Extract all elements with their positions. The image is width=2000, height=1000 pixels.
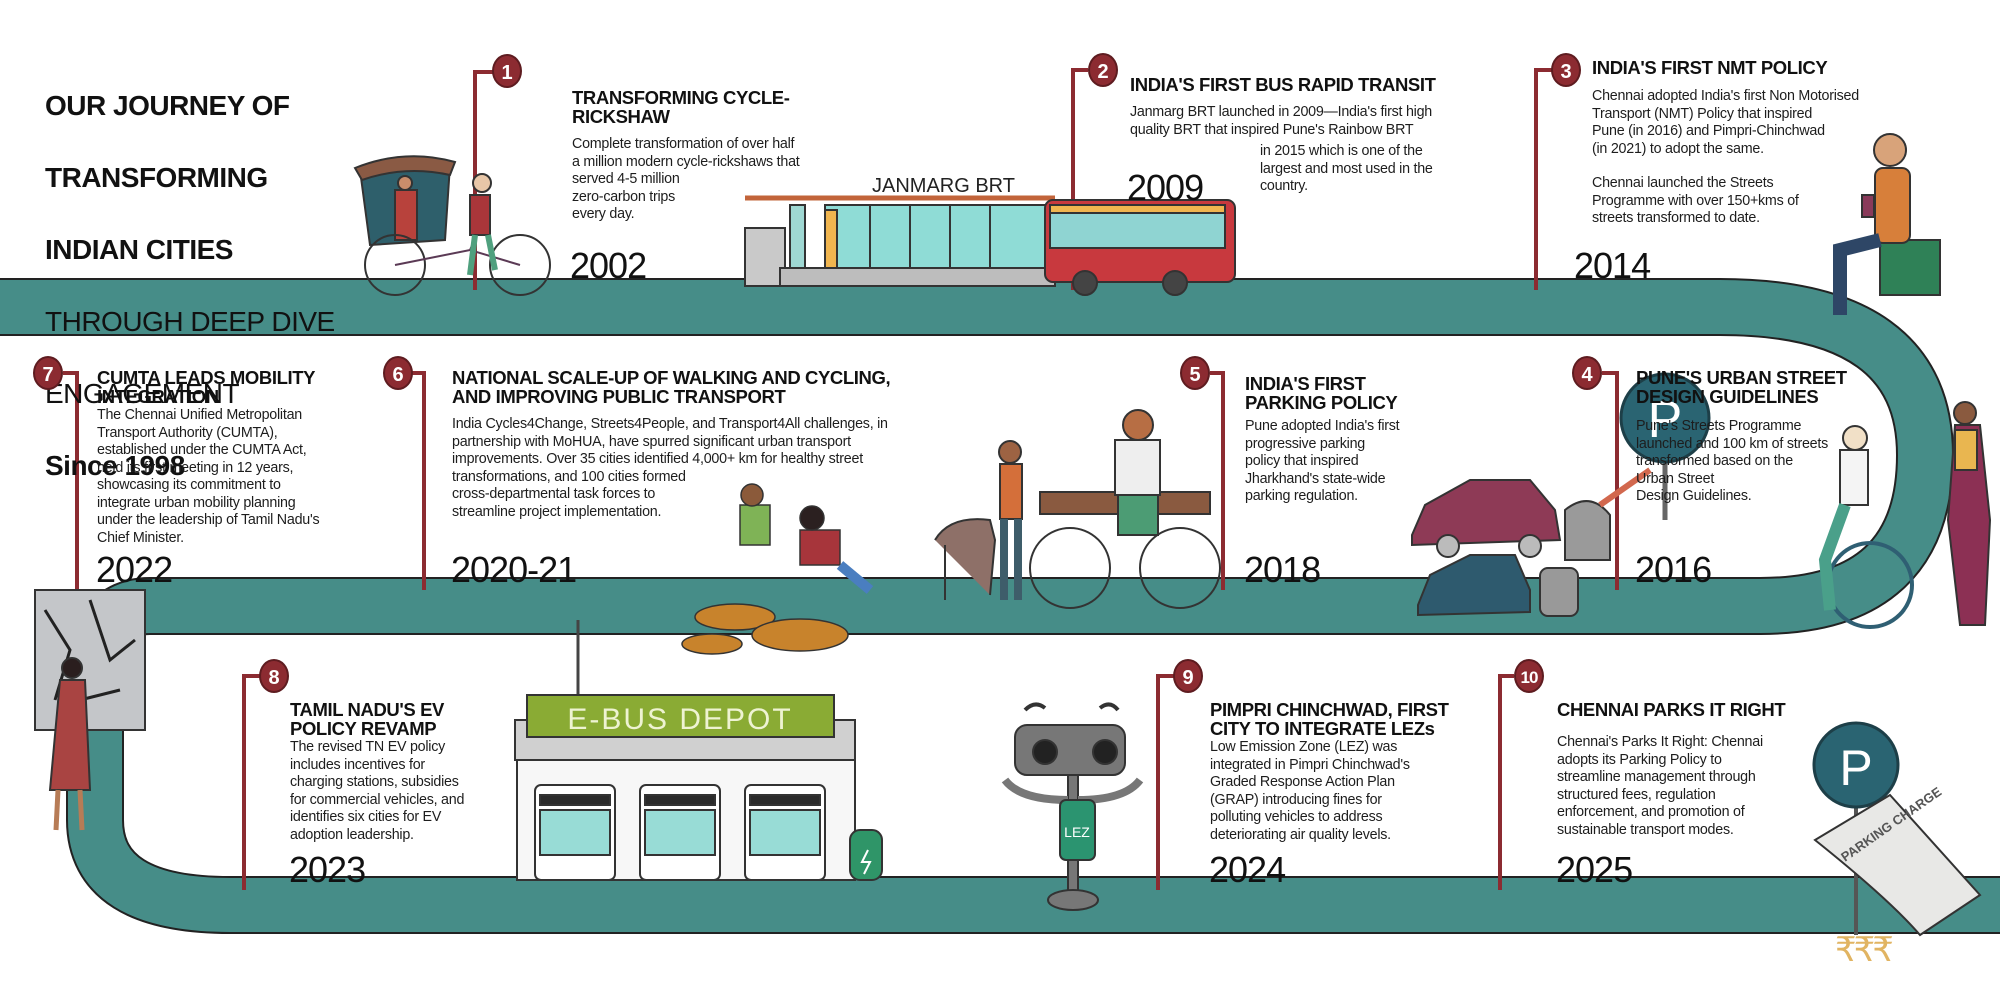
milestone-badge: 7: [33, 356, 63, 390]
milestone-description: Pune's Streets Programme launched and 10…: [1636, 418, 1828, 504]
milestone-year: 2024: [1209, 849, 1286, 890]
page-title: OUR JOURNEY OF TRANSFORMING INDIAN CITIE…: [45, 52, 335, 520]
milestone-description-continued: in 2015 which is one of the largest and …: [1260, 143, 1433, 194]
wheelchair-illustration: [1818, 401, 1992, 629]
street-vendor-illustration: [934, 409, 1221, 609]
ebus-depot-illustration: E-BUS DEPOT: [514, 620, 883, 881]
milestone-badge: 5: [1180, 356, 1210, 390]
milestone-year: 2018: [1244, 549, 1321, 590]
milestone-title: TRANSFORMING CYCLE- RICKSHAW: [572, 87, 790, 127]
milestone-year: 2002: [570, 245, 647, 286]
milestone-title: CHENNAI PARKS IT RIGHT: [1557, 699, 1786, 720]
since-label: Since 1998: [45, 450, 185, 481]
milestone-description: The Chennai Unified Metropolitan Transpo…: [97, 407, 320, 546]
milestone-description: Complete transformation of over half a m…: [572, 136, 800, 222]
parking-charge-illustration: P PARKING CHARGE: [1812, 721, 1982, 937]
milestone-description: Chennai's Parks It Right: Chennai adopts…: [1557, 734, 1763, 838]
milestone-badge: 9: [1173, 659, 1203, 693]
milestone-title: NATIONAL SCALE-UP OF WALKING AND CYCLING…: [452, 367, 891, 407]
milestone-badge: 2: [1088, 53, 1118, 87]
milestone-year: 2020-21: [451, 549, 577, 590]
woman-with-map-illustration: [34, 589, 146, 831]
milestone-description: Janmarg BRT launched in 2009—India's fir…: [1130, 104, 1432, 138]
milestone-badge: 1: [492, 54, 522, 88]
milestone-year: 2023: [289, 849, 366, 890]
milestone-year: 2025: [1556, 849, 1633, 890]
lez-label: LEZ: [1064, 824, 1090, 840]
milestone-badge: 3: [1551, 53, 1581, 87]
children-planting-illustration: [681, 483, 874, 655]
depot-sign: E-BUS DEPOT: [567, 703, 792, 736]
milestone-title: CUMTA LEADS MOBILITY INTEGRATION: [97, 367, 316, 407]
parking-sign-letter: P: [1648, 391, 1683, 449]
subtitle-line: THROUGH DEEP DIVE: [45, 306, 335, 337]
milestone-badge: 8: [259, 659, 289, 693]
milestone-badge: 4: [1572, 356, 1602, 390]
brt-sign: JANMARG BRT: [872, 175, 1015, 197]
milestone-title: INDIA'S FIRST BUS RAPID TRANSIT: [1130, 74, 1436, 95]
milestone-year: 2022: [96, 549, 173, 590]
subtitle-line: ENGAGEMENT: [45, 378, 240, 409]
milestone-description: The revised TN EV policy includes incent…: [290, 739, 465, 843]
brt-station-illustration: JANMARG BRT: [744, 175, 1056, 287]
pole-4: [1602, 371, 1619, 590]
road: [0, 278, 2000, 934]
title-line: TRANSFORMING: [45, 162, 268, 193]
bus-illustration: [1044, 199, 1236, 296]
milestone-description: India Cycles4Change, Streets4People, and…: [452, 416, 888, 520]
pole-10: [1498, 674, 1514, 890]
milestone-description-continued: Chennai launched the Streets Programme w…: [1592, 175, 1799, 226]
milestone-description: Pune adopted India's first progressive p…: [1245, 418, 1400, 504]
pole-3: [1534, 68, 1552, 290]
milestone-description: Chennai adopted India's first Non Motori…: [1592, 88, 1859, 157]
milestone-title: TAMIL NADU'S EV POLICY REVAMP: [290, 699, 444, 739]
svg-text:P: P: [1839, 740, 1872, 796]
rupee-icons: ₹₹₹: [1835, 931, 1894, 969]
title-line: OUR JOURNEY OF: [45, 90, 290, 121]
milestone-description: Low Emission Zone (LEZ) was integrated i…: [1210, 739, 1410, 843]
milestone-year: 2014: [1574, 245, 1651, 286]
milestone-title: INDIA'S FIRST PARKING POLICY: [1245, 373, 1398, 413]
milestone-title: PIMPRI CHINCHWAD, FIRST CITY TO INTEGRAT…: [1210, 699, 1449, 739]
milestone-year: 2016: [1635, 549, 1712, 590]
milestone-title: INDIA'S FIRST NMT POLICY: [1592, 57, 1828, 78]
lez-robot-illustration: LEZ: [1001, 702, 1144, 911]
milestone-badge: 6: [383, 356, 413, 390]
pole-5: [1210, 371, 1225, 590]
pole-9: [1156, 674, 1174, 890]
milestone-year: 2009: [1127, 167, 1204, 208]
parking-lot-illustration: P: [1411, 372, 1711, 617]
pole-8: [242, 674, 260, 890]
milestone-badge: 10: [1514, 659, 1544, 693]
cycle-rickshaw-illustration: [353, 155, 551, 296]
title-line: INDIAN CITIES: [45, 234, 233, 265]
man-reading-illustration: [1833, 133, 1941, 315]
pole-7: [63, 371, 79, 590]
milestone-title: PUNE'S URBAN STREET DESIGN GUIDELINES: [1636, 367, 1847, 407]
pole-6: [412, 371, 426, 590]
marker-poles: [63, 68, 1619, 890]
